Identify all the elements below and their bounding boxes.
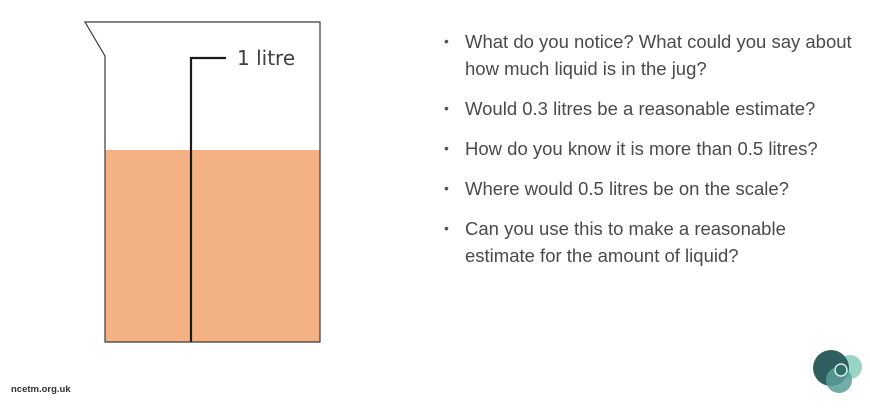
footer-site-label: ncetm.org.uk bbox=[11, 384, 71, 395]
question-text: Can you use this to make a reasonable es… bbox=[465, 218, 786, 266]
bullet: • bbox=[444, 100, 449, 116]
question-text: What do you notice? What could you say a… bbox=[465, 31, 852, 79]
logo-circle-center bbox=[834, 363, 848, 377]
bullet: • bbox=[444, 220, 449, 236]
bullet: • bbox=[444, 33, 449, 49]
question-text: How do you know it is more than 0.5 litr… bbox=[465, 138, 818, 159]
ncetm-logo bbox=[813, 350, 862, 393]
bullet: • bbox=[444, 180, 449, 196]
question-item: • Can you use this to make a reasonable … bbox=[444, 215, 859, 269]
scale-label: 1 litre bbox=[237, 46, 296, 70]
measuring-jug bbox=[83, 21, 321, 343]
scale-line bbox=[189, 56, 226, 342]
jug-outline bbox=[83, 21, 321, 343]
bullet: • bbox=[444, 140, 449, 156]
question-item: • How do you know it is more than 0.5 li… bbox=[444, 135, 859, 162]
question-item: • Where would 0.5 litres be on the scale… bbox=[444, 175, 859, 202]
question-text: Would 0.3 litres be a reasonable estimat… bbox=[465, 98, 816, 119]
question-item: • What do you notice? What could you say… bbox=[444, 28, 859, 82]
liquid bbox=[105, 150, 320, 342]
question-text: Where would 0.5 litres be on the scale? bbox=[465, 178, 789, 199]
question-list: • What do you notice? What could you say… bbox=[444, 28, 859, 282]
question-item: • Would 0.3 litres be a reasonable estim… bbox=[444, 95, 859, 122]
